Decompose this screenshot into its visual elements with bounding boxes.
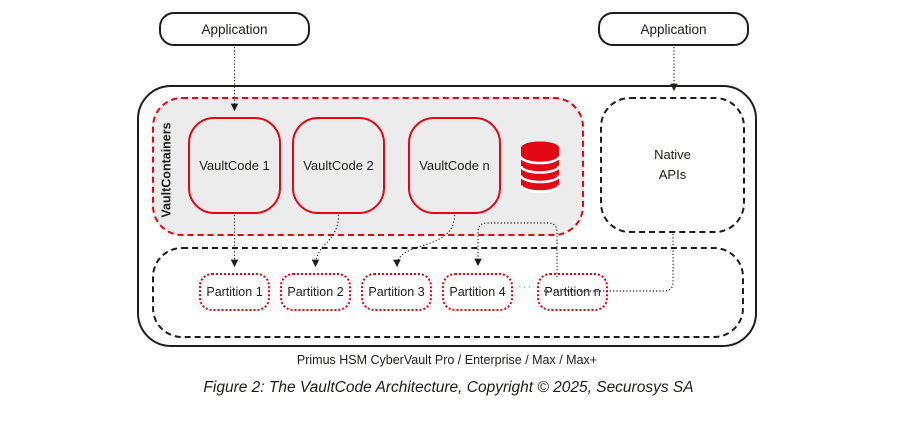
partition-1-box: Partition 1 <box>199 273 270 311</box>
native-apis-label: Native APIs <box>654 146 691 182</box>
vaultcode-2-label: VaultCode 2 <box>303 158 374 173</box>
application-box-right: Application <box>598 12 749 46</box>
application-box-left: Application <box>159 12 310 46</box>
vault-containers-title: VaultContainers <box>160 122 175 218</box>
partition-n-box: Partition n <box>537 273 608 311</box>
vaultcode-1-box: VaultCode 1 <box>188 117 281 214</box>
partition-4-box: Partition 4 <box>442 273 513 311</box>
partition-2-box: Partition 2 <box>280 273 351 311</box>
vaultcode-2-box: VaultCode 2 <box>292 117 385 214</box>
partitions-ellipsis: ··· <box>518 281 532 293</box>
hsm-product-label: Primus HSM CyberVault Pro / Enterprise /… <box>296 353 598 367</box>
figure-caption: Figure 2: The VaultCode Architecture, Co… <box>203 379 694 396</box>
application-label: Application <box>640 21 707 37</box>
vaultcode-1-label: VaultCode 1 <box>199 158 270 173</box>
partition-3-box: Partition 3 <box>361 273 432 311</box>
native-apis-box: Native APIs <box>600 97 745 233</box>
vaultcode-n-label: VaultCode n <box>419 158 490 173</box>
vaultcode-n-box: VaultCode n <box>408 117 501 214</box>
application-label: Application <box>201 21 268 37</box>
